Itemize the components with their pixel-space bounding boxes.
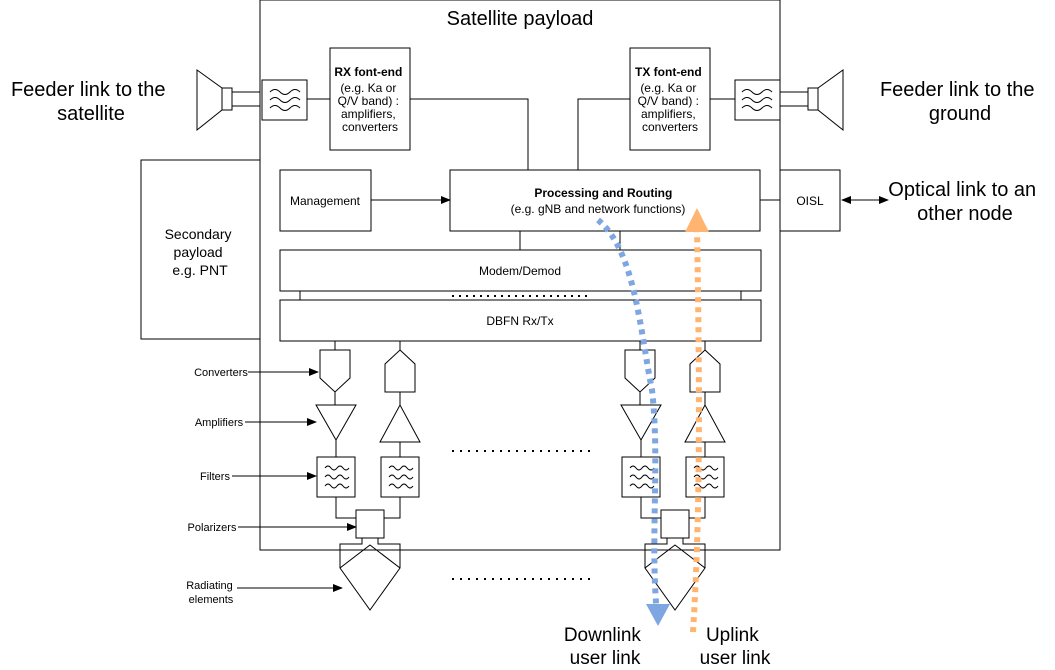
amplifier-icon [379,403,421,443]
radiating-element-icon [339,544,401,611]
rx-to-processing-line [410,98,529,170]
polarizers-label: Polarizers [188,522,237,534]
downlink-arrowhead [646,604,670,626]
radiating-elements-label: Radiating elements [186,580,236,606]
filters-label: Filters [200,471,230,483]
uplink-path [690,227,702,633]
optical-link-label: Optical link to an other node [888,179,1041,225]
amplifiers-label: Amplifiers [195,417,244,429]
polarizer-icon [660,509,690,539]
tx-frontend-label: TX font-end (e.g. Ka or Q/V band) : ampl… [635,65,705,134]
secondary-payload-box [140,159,261,340]
oisl-label: OISL [796,194,824,208]
filter-icon [316,456,356,498]
right-feeder-filter [710,79,781,121]
amplifier-icon [684,403,726,443]
left-horn-antenna [196,69,261,132]
feeder-right-label: Feeder link to the ground [880,79,1040,125]
dbfn-box [279,299,762,342]
amplifier-icon [620,404,662,442]
processing-label: Processing and Routing (e.g. gNB and net… [511,186,686,216]
management-label: Management [290,194,361,208]
converter-icon [384,349,416,393]
tx-to-processing-line [577,98,630,170]
dbfn-label: DBFN Rx/Tx [486,314,553,328]
downlink-path [596,217,660,616]
filter-icon [685,456,725,498]
secondary-payload-label: Secondary payload e.g. PNT [165,226,236,278]
converter-icon [319,349,351,393]
converter-icon [624,349,656,393]
downlink-label: Downlink user link [564,625,646,669]
rf-chain-right [620,341,726,611]
rf-chain-left [315,341,421,611]
payload-title: Satellite payload [447,8,594,30]
rx-frontend-label: RX font-end (e.g. Ka or Q/V band) : ampl… [334,65,405,134]
polarizer-icon [355,509,385,539]
feeder-left-label: Feeder link to the satellite [11,79,171,125]
converters-label: Converters [194,367,248,379]
left-feeder-filter [261,79,330,121]
converter-icon [689,349,721,393]
uplink-label: Uplink user link [700,625,771,669]
amplifier-icon [315,404,357,442]
modem-label: Modem/Demod [479,264,561,278]
processing-box [449,169,761,232]
filter-icon [380,456,420,498]
uplink-arrowhead [685,208,709,232]
right-horn-antenna [779,69,844,132]
